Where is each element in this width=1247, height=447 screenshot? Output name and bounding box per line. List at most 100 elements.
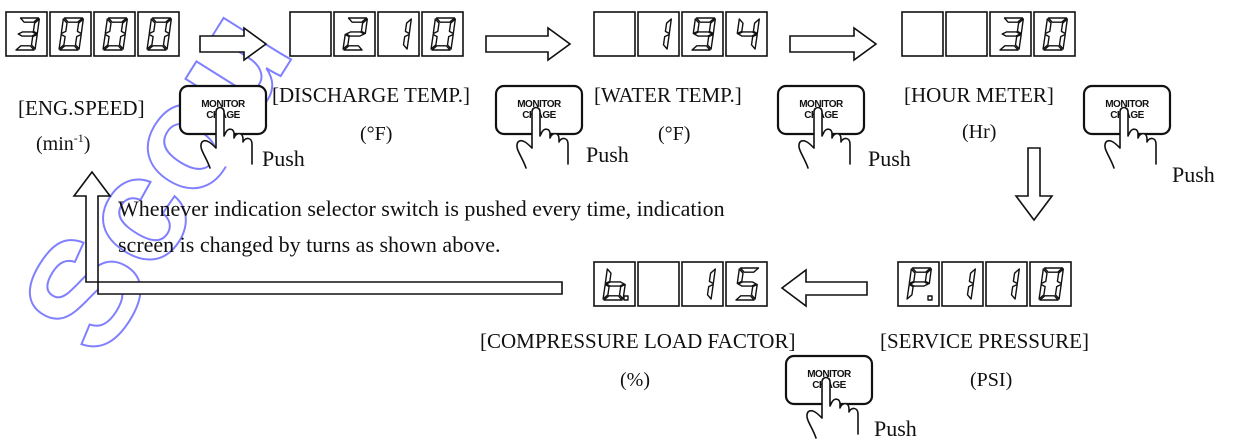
monitor-change-button[interactable]: MONITORCHAGEPush [1082, 84, 1215, 187]
digit-1 [49, 11, 92, 57]
segment-f [104, 18, 112, 35]
decimal-dot [927, 295, 933, 301]
segment-b [1016, 18, 1024, 35]
digit-1 [945, 11, 988, 57]
segment-d [691, 45, 711, 51]
segment-c [446, 33, 454, 50]
unit-hour-meter: (Hr) [962, 121, 996, 143]
segment-c [30, 33, 38, 50]
segment-b [32, 18, 40, 35]
segment-c [966, 283, 974, 300]
digit-cell [377, 11, 420, 57]
arrow-right-3 [789, 26, 878, 62]
push-label: Push [868, 146, 911, 171]
label-discharge-temp: [DISCHARGE TEMP.] [272, 83, 470, 107]
segment-a [1047, 17, 1068, 23]
arrow-down [1014, 147, 1054, 222]
push-label: Push [262, 146, 305, 171]
segment-d [1043, 45, 1063, 51]
digit-0 [897, 261, 940, 307]
monitor-change-button[interactable]: MONITORCHAGEPush [494, 84, 629, 169]
segment-b [1012, 268, 1020, 285]
segment-f [1044, 18, 1052, 35]
segment-e [342, 33, 350, 50]
label-hour-meter: [HOUR METER] [904, 83, 1054, 107]
watermark: Scou [0, 0, 324, 380]
digit-cell [637, 11, 680, 57]
segment-c [1010, 283, 1018, 300]
button-label-line-1: MONITOR [807, 369, 852, 380]
segment-b [404, 18, 412, 35]
button-label-line-1: MONITOR [799, 99, 844, 110]
pressing-hand-icon [798, 106, 851, 169]
unit-eng-speed: (min-1) [36, 131, 90, 155]
button-label-line-1: MONITOR [1105, 99, 1150, 110]
segment-a [739, 267, 760, 273]
digit-3 [725, 261, 768, 307]
segment-d [431, 45, 451, 51]
unit-load-factor: (%) [620, 369, 650, 391]
digit-2 [681, 11, 724, 57]
display-discharge-temp [289, 11, 464, 57]
segment-b [1056, 268, 1065, 285]
digit-0 [289, 11, 332, 57]
segment-d [147, 45, 167, 51]
segment-e [602, 283, 610, 300]
digit-0 [593, 11, 636, 57]
segment-d [59, 45, 79, 51]
segment-c [74, 33, 82, 50]
segment-g [737, 31, 757, 37]
note-line-2: screen is changed by turns as shown abov… [118, 232, 500, 257]
unit-water-temp: (°F) [658, 123, 690, 145]
segment-d [1039, 295, 1059, 301]
segment-c [750, 283, 758, 300]
segment-g [17, 31, 37, 37]
push-label: Push [1172, 162, 1215, 187]
monitor-change-button[interactable]: MONITORCHAGEPush [776, 84, 911, 171]
digit-2 [985, 261, 1028, 307]
segment-c [706, 33, 714, 50]
digit-2 [93, 11, 136, 57]
label-water-temp: [WATER TEMP.] [594, 83, 742, 107]
segment-d [603, 295, 623, 301]
arrow-right-2 [485, 26, 572, 62]
segment-a [63, 17, 84, 23]
button-label-line-1: MONITOR [517, 99, 562, 110]
segment-b [968, 268, 976, 285]
digit-2 [681, 261, 724, 307]
arrow-return-loop [72, 170, 563, 295]
digit-cell [289, 11, 332, 57]
button-label-line-1: MONITOR [201, 99, 246, 110]
segment-a [347, 17, 368, 23]
digit-cell [901, 11, 944, 57]
segment-c [662, 33, 670, 50]
display-load-factor [593, 261, 768, 307]
push-label: Push [586, 142, 629, 167]
segment-f [60, 18, 68, 35]
segment-b [448, 18, 456, 35]
segment-a [1043, 267, 1064, 273]
segment-e [1042, 33, 1050, 50]
arrow-right-1 [199, 26, 268, 62]
pressing-hand-icon [1104, 106, 1157, 169]
monitor-change-button[interactable]: MONITORCHAGEPush [784, 354, 917, 441]
segment-b [360, 18, 368, 35]
digit-1 [637, 11, 680, 57]
segment-c [1054, 283, 1062, 300]
segment-c [1058, 33, 1066, 50]
segment-g [1001, 31, 1021, 37]
segment-f [736, 18, 744, 35]
segment-f [148, 18, 156, 35]
segment-g [605, 281, 625, 287]
segment-e [1038, 283, 1046, 300]
segment-d [343, 45, 363, 51]
digit-cell [985, 261, 1028, 307]
segment-g [345, 31, 365, 37]
segment-d [103, 45, 123, 51]
digit-3 [1029, 261, 1072, 307]
monitor-change-button[interactable]: MONITORCHAGEPush [178, 84, 305, 171]
segment-f [692, 18, 700, 35]
push-label: Push [874, 416, 917, 441]
segment-a [107, 17, 128, 23]
